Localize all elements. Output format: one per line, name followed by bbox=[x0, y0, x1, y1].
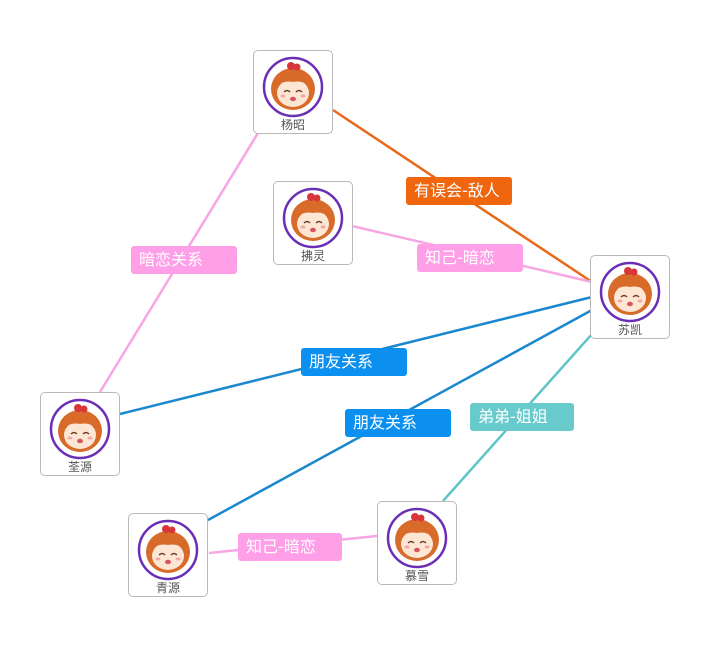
edge-label[interactable]: 朋友关系 bbox=[301, 348, 407, 376]
edge-label[interactable]: 弟弟-姐姐 bbox=[470, 403, 574, 431]
node-sukai[interactable]: 苏凯 bbox=[590, 255, 670, 339]
node-name: 青源 bbox=[155, 581, 180, 595]
node-quanyuan[interactable]: 荃源 bbox=[40, 392, 120, 476]
avatar bbox=[262, 56, 324, 118]
avatar bbox=[599, 261, 661, 323]
node-name: 杨昭 bbox=[280, 118, 305, 132]
avatar bbox=[386, 507, 448, 569]
edge-label[interactable]: 有误会-敌人 bbox=[406, 177, 512, 205]
node-name: 慕雪 bbox=[404, 569, 429, 583]
node-name: 荃源 bbox=[67, 460, 92, 474]
node-qingyuan[interactable]: 青源 bbox=[128, 513, 208, 597]
node-name: 苏凯 bbox=[617, 323, 642, 337]
edge-label[interactable]: 知己-暗恋 bbox=[417, 244, 523, 272]
avatar bbox=[137, 519, 199, 581]
node-yangzhao[interactable]: 杨昭 bbox=[253, 50, 333, 134]
node-name: 拂灵 bbox=[300, 249, 325, 263]
avatar bbox=[282, 187, 344, 249]
avatar bbox=[49, 398, 111, 460]
edge-label[interactable]: 暗恋关系 bbox=[131, 246, 237, 274]
node-muxue[interactable]: 慕雪 bbox=[377, 501, 457, 585]
node-fuling[interactable]: 拂灵 bbox=[273, 181, 353, 265]
edge-label[interactable]: 知己-暗恋 bbox=[238, 533, 342, 561]
edge-label[interactable]: 朋友关系 bbox=[345, 409, 451, 437]
